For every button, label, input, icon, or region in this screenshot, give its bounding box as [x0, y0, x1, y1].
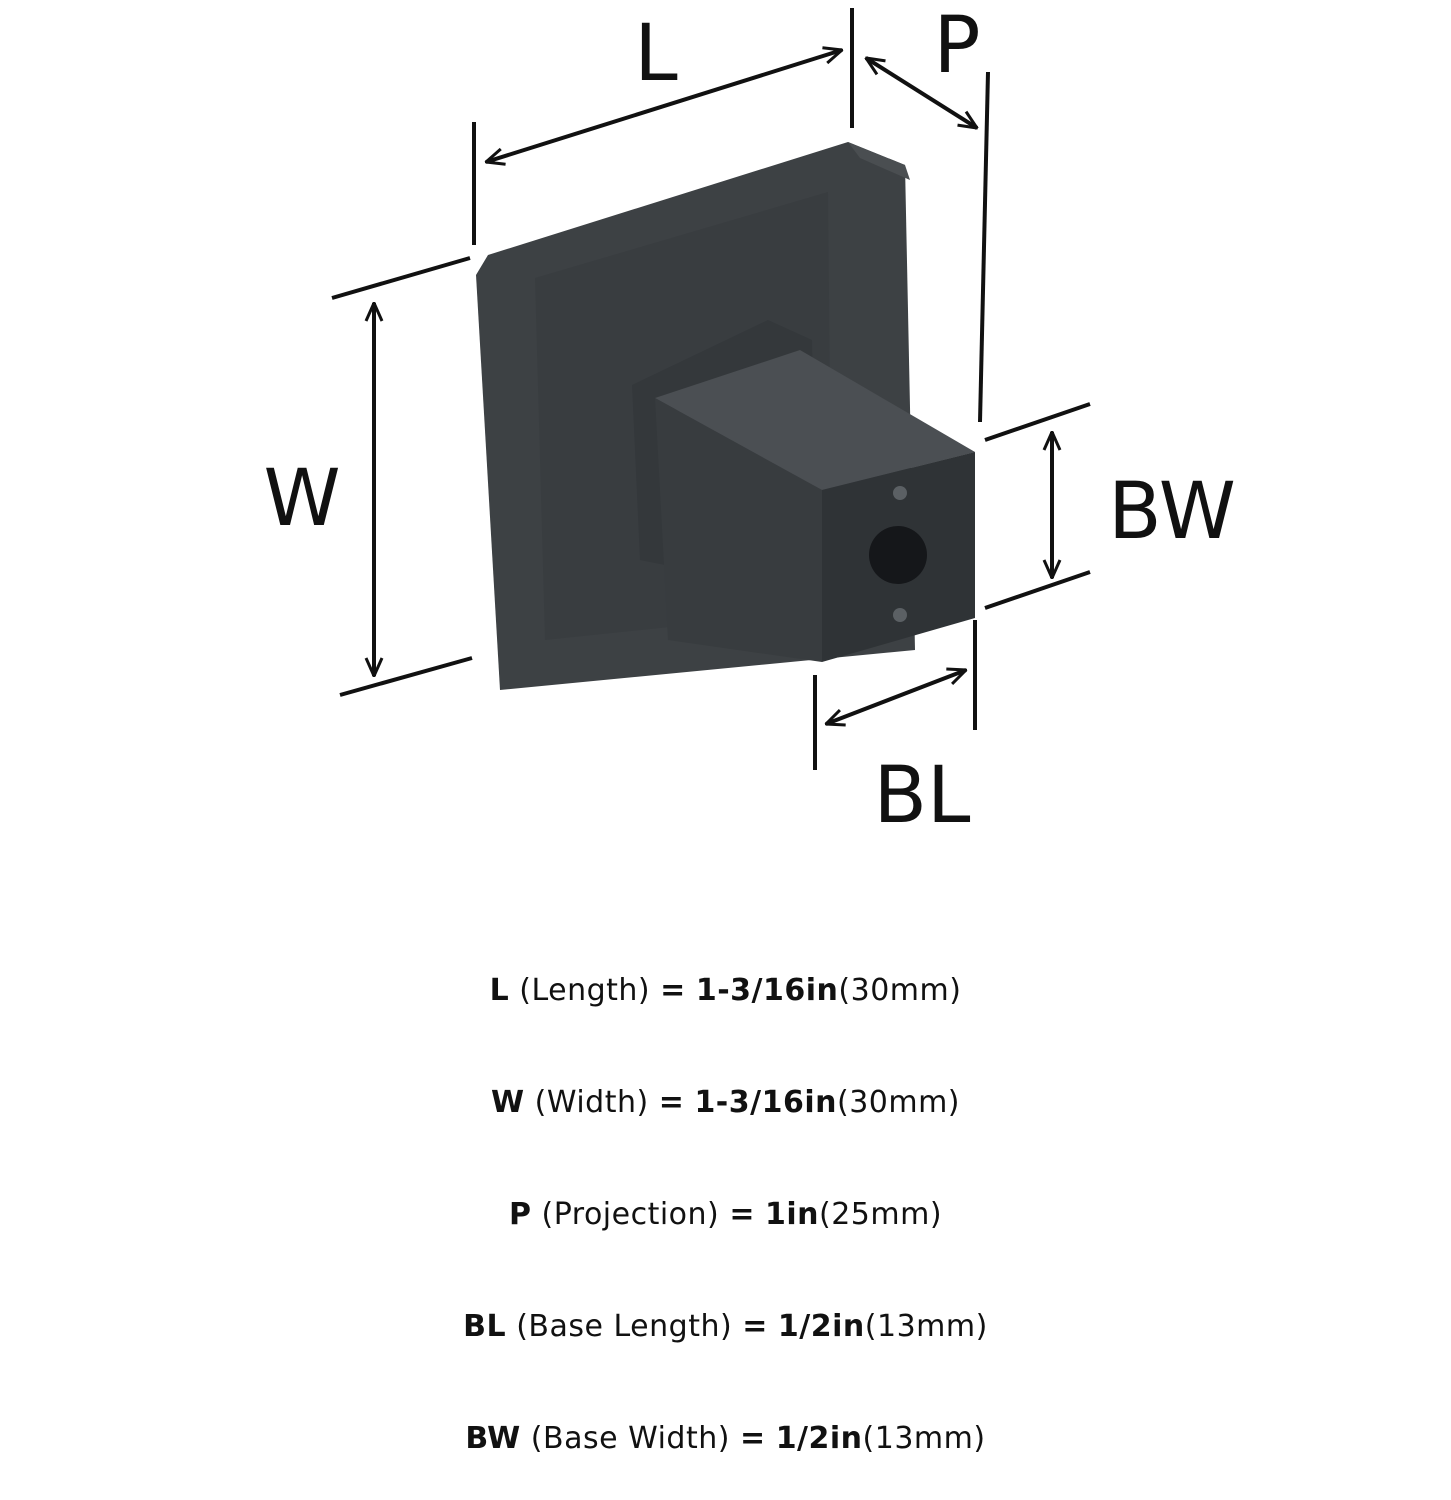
spec-key: P: [508, 1197, 532, 1232]
spec-mm: (13mm): [862, 1421, 986, 1456]
spec-inch: 1in: [765, 1197, 820, 1232]
spec-projection: P (Projection) = 1in(25mm): [0, 1159, 1451, 1271]
spec-desc: (Width): [534, 1085, 649, 1120]
spec-eq: =: [658, 1085, 685, 1120]
knob-stem-top: [655, 350, 975, 490]
spec-desc: (Length): [519, 973, 651, 1008]
projection-arrow: [866, 58, 977, 128]
spec-base-length: BL (Base Length) = 1/2in(13mm): [0, 1271, 1451, 1383]
spec-inch: 1/2in: [775, 1421, 863, 1456]
spec-eq: =: [740, 1421, 766, 1456]
spec-desc: (Projection): [541, 1197, 720, 1232]
spec-key: L: [489, 973, 510, 1008]
spec-desc: (Base Length): [516, 1309, 733, 1344]
spec-mm: (30mm): [838, 973, 962, 1008]
knob-rosette-edge: [848, 142, 910, 180]
spec-eq: =: [742, 1309, 768, 1344]
spec-inch: 1-3/16in: [695, 973, 839, 1008]
spec-inch: 1-3/16in: [694, 1085, 837, 1120]
spec-key: BW: [465, 1421, 521, 1456]
spec-desc: (Base Width): [530, 1421, 730, 1456]
spec-mm: (25mm): [819, 1197, 943, 1232]
spec-eq: =: [729, 1197, 755, 1232]
spec-base-width: BW (Base Width) = 1/2in(13mm): [0, 1383, 1451, 1495]
knob-pin-bottom: [893, 608, 907, 622]
spec-mm: (13mm): [864, 1309, 988, 1344]
dimension-arrows: [374, 50, 1052, 724]
dimension-specs: L (Length) = 1-3/16in(30mm) W (Width) = …: [0, 935, 1451, 1495]
square-knob: [476, 142, 975, 690]
knob-dimension-diagram: L P W BW BL: [263, 1, 1236, 841]
base-length-arrow: [826, 670, 966, 724]
length-arrow: [486, 50, 842, 162]
spec-mm: (30mm): [836, 1085, 961, 1120]
projection-label: P: [933, 1, 980, 91]
width-label: W: [263, 454, 340, 544]
spec-length: L (Length) = 1-3/16in(30mm): [0, 935, 1451, 1047]
length-label: L: [634, 9, 678, 99]
spec-inch: 1/2in: [777, 1309, 865, 1344]
knob-screw-hole: [869, 526, 927, 584]
spec-key: W: [490, 1085, 525, 1120]
spec-eq: =: [660, 973, 686, 1008]
spec-width: W (Width) = 1-3/16in(30mm): [0, 1047, 1451, 1159]
spec-key: BL: [463, 1309, 507, 1344]
base-length-label: BL: [874, 751, 972, 841]
knob-pin-top: [893, 486, 907, 500]
extension-lines: [331, 8, 1091, 770]
knob-stem-left: [655, 398, 822, 662]
base-width-label: BW: [1108, 467, 1236, 557]
